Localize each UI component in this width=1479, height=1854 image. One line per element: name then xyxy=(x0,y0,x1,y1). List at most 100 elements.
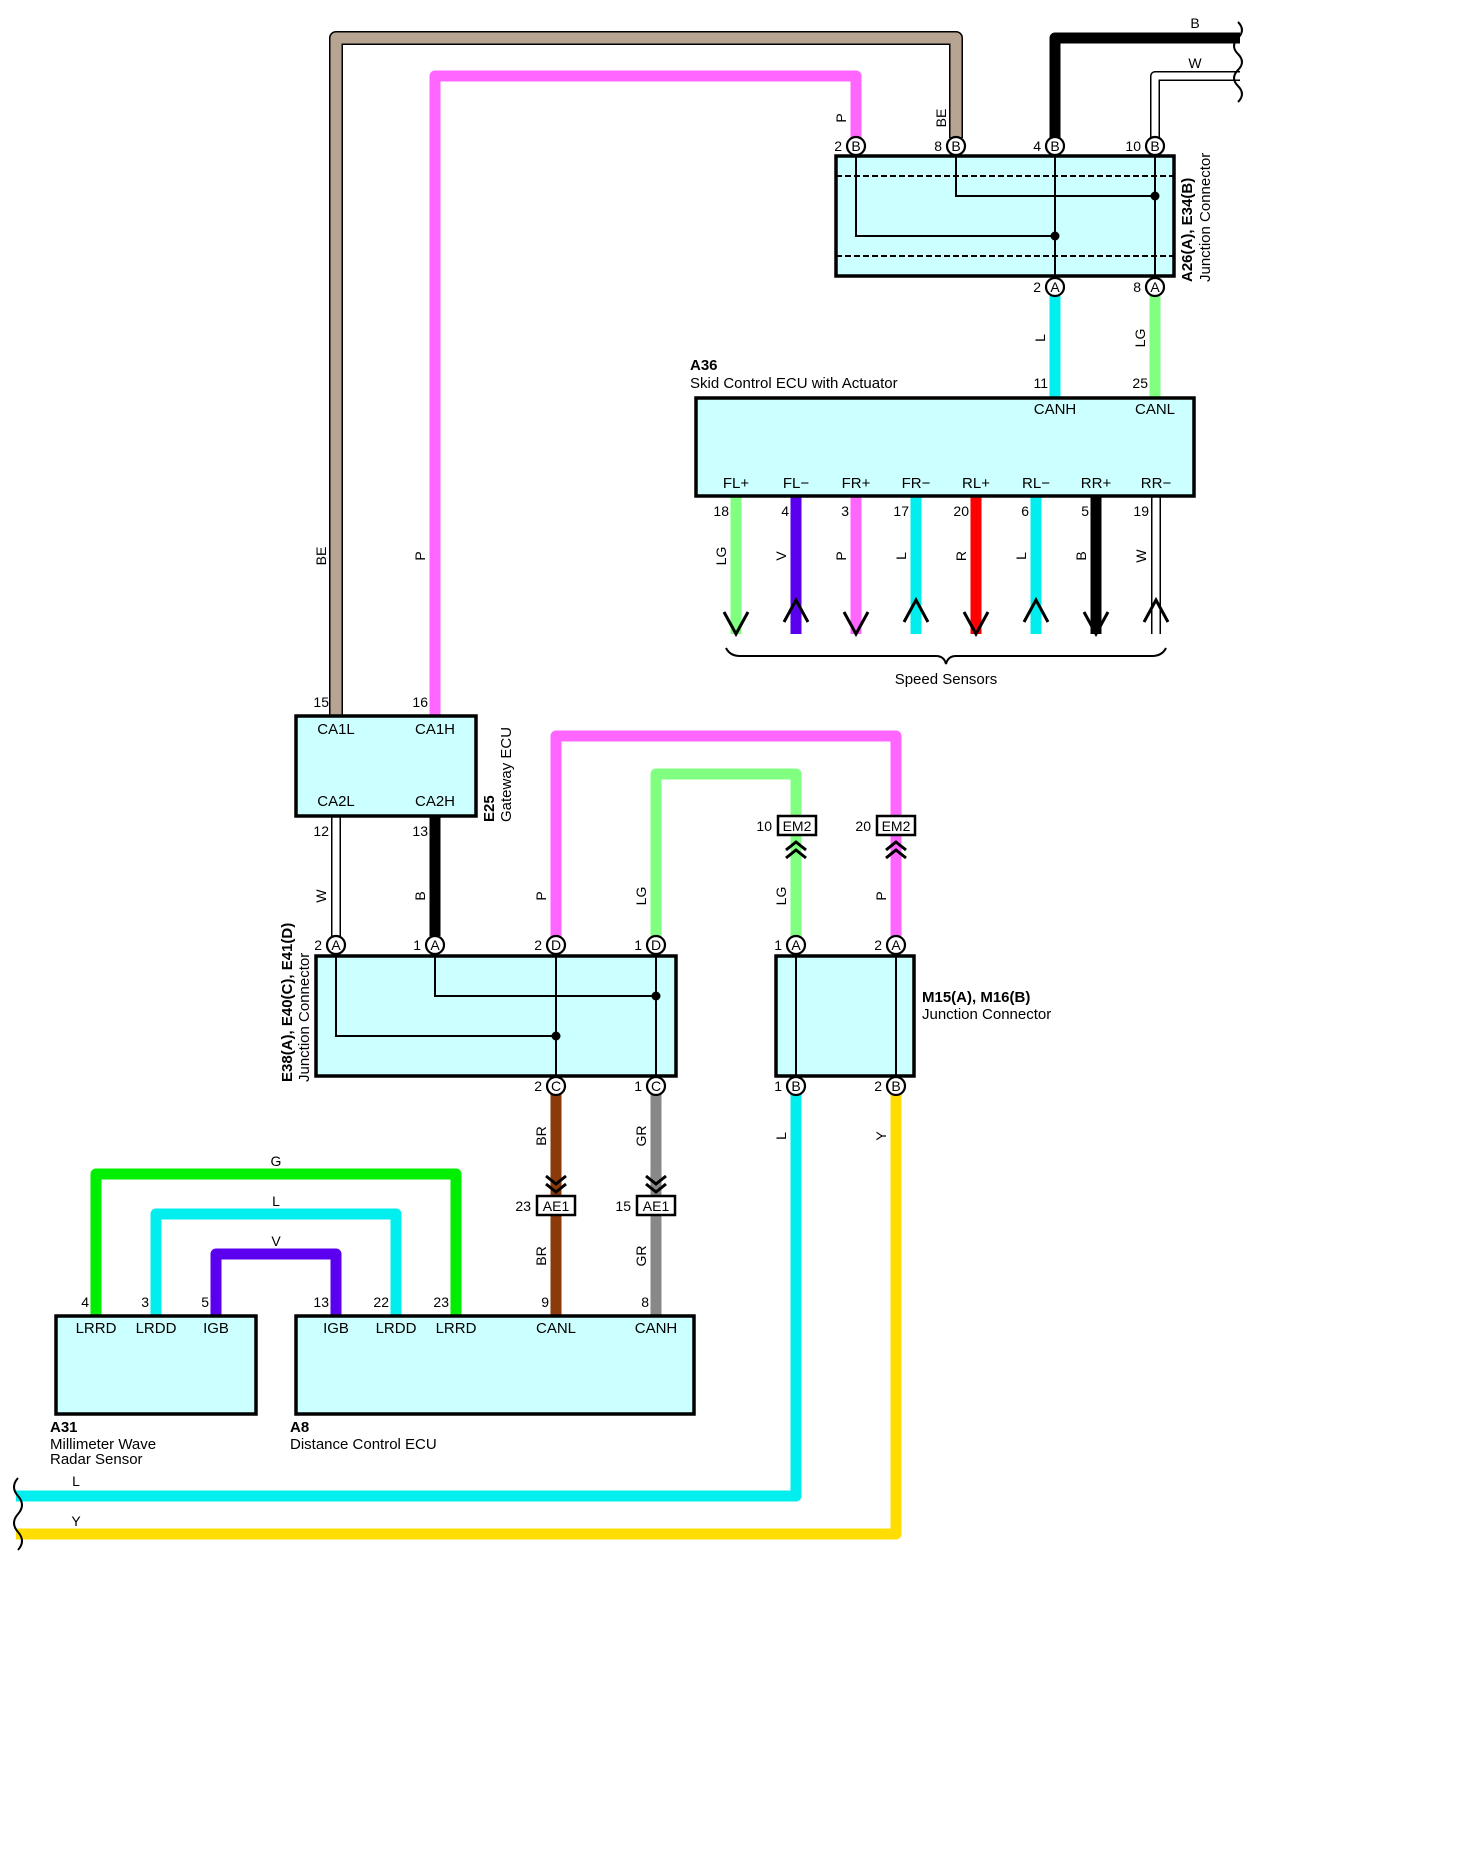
a26-splice-dot xyxy=(1050,231,1060,241)
wire-g-radar xyxy=(90,1168,462,1316)
component-desc: Gateway ECU xyxy=(498,727,515,822)
component-desc: Junction Connector xyxy=(296,953,313,1082)
component-name: A31 xyxy=(50,1419,78,1436)
wire-code: BR xyxy=(533,1126,549,1145)
pin-number: 2 xyxy=(834,138,842,154)
signal-name: FR− xyxy=(902,475,931,492)
wire-code: W xyxy=(1133,549,1149,563)
junction-connector-m15 xyxy=(774,954,916,1078)
terminal-circle xyxy=(785,1075,807,1097)
distance-control-ecu-a8 xyxy=(294,1314,696,1416)
pin-number: 8 xyxy=(934,138,942,154)
terminal-circle xyxy=(885,934,907,956)
signal-name: IGB xyxy=(323,1320,349,1337)
wire-be-fill xyxy=(330,32,962,716)
wire-code: P xyxy=(533,891,549,900)
component-desc: Skid Control ECU with Actuator xyxy=(690,375,898,392)
terminal-letter: B xyxy=(951,138,960,154)
pin-number: 20 xyxy=(855,818,871,834)
component-name: A26(A), E34(B) xyxy=(1179,178,1196,282)
wire-code: V xyxy=(773,551,789,561)
terminal-letter: B xyxy=(1150,138,1159,154)
terminal-letter: B xyxy=(851,138,860,154)
e38-box xyxy=(314,954,678,1078)
inline-connectors: EM2 EM2 AE1 AE1 xyxy=(535,814,917,1217)
pin-number: 19 xyxy=(1133,503,1149,519)
signal-name: RR+ xyxy=(1081,475,1112,492)
em2-tag-label: EM2 xyxy=(882,818,911,834)
terminal-circle xyxy=(1044,135,1066,157)
break-mark-left xyxy=(13,1477,23,1551)
arrow-down-fr-plus xyxy=(842,611,870,638)
pin-number: 8 xyxy=(641,1294,649,1310)
pin-number: 23 xyxy=(515,1198,531,1214)
terminal-letter: A xyxy=(1050,279,1060,295)
terminal-circle xyxy=(325,934,347,956)
a26-box xyxy=(834,154,1176,278)
pin-number: 1 xyxy=(634,937,642,953)
a26-splice-dot xyxy=(1150,191,1160,201)
wire-code: L xyxy=(272,1193,280,1209)
wire-code: L xyxy=(72,1473,80,1489)
terminal-circle xyxy=(645,1075,667,1097)
pin-number: 3 xyxy=(141,1294,149,1310)
pin-number: 1 xyxy=(774,937,782,953)
pin-number: 8 xyxy=(1133,279,1141,295)
terminal-letter: D xyxy=(651,937,661,953)
signal-name: CANL xyxy=(536,1320,576,1337)
skid-control-ecu-a36 xyxy=(694,396,1196,498)
terminal-circle xyxy=(645,934,667,956)
terminal-circle xyxy=(845,135,867,157)
arrow-up-rl-minus xyxy=(1022,596,1050,623)
wire-p-upper xyxy=(429,70,862,716)
wire-code: L xyxy=(773,1132,789,1140)
ae1-chevron xyxy=(645,1174,667,1194)
wire-code: B xyxy=(1190,15,1199,31)
signal-name: RR− xyxy=(1141,475,1172,492)
signal-name: CANH xyxy=(1034,401,1077,418)
pin-number: 4 xyxy=(81,1294,89,1310)
em2-chevron xyxy=(885,840,907,860)
terminal-letter: A xyxy=(1150,279,1160,295)
pin-number: 17 xyxy=(893,503,909,519)
pin-number: 23 xyxy=(433,1294,449,1310)
pin-number: 4 xyxy=(781,503,789,519)
terminal-letter: A xyxy=(331,937,341,953)
wire-code: LG xyxy=(773,887,789,906)
signal-name: CA1L xyxy=(317,721,355,738)
arrow-down-rl-plus xyxy=(962,611,990,638)
wire-y-bottom xyxy=(16,1094,902,1540)
wire-codes: B W P BE L LG LG V P L R L B W BE P W B … xyxy=(71,15,1202,1529)
wire-code: W xyxy=(1188,55,1202,71)
pin-number: 15 xyxy=(615,1198,631,1214)
pin-number: 5 xyxy=(201,1294,209,1310)
pin-number: 2 xyxy=(534,937,542,953)
terminal-letter: B xyxy=(1050,138,1059,154)
pin-number: 25 xyxy=(1132,375,1148,391)
signal-name: LRRD xyxy=(436,1320,477,1337)
m15-box xyxy=(774,954,916,1078)
signal-name: FL− xyxy=(783,475,810,492)
signal-name: LRDD xyxy=(136,1320,177,1337)
signal-name: LRDD xyxy=(376,1320,417,1337)
signal-name: IGB xyxy=(203,1320,229,1337)
signal-name: LRRD xyxy=(76,1320,117,1337)
arrow-up-fl-minus xyxy=(782,596,810,623)
signal-name: CA2L xyxy=(317,793,355,810)
wire-code: P xyxy=(833,551,849,560)
component-name: E25 xyxy=(481,795,498,822)
pin-number: 1 xyxy=(634,1078,642,1094)
signal-name: FR+ xyxy=(842,475,871,492)
pin-number: 4 xyxy=(1033,138,1041,154)
wire-code: Y xyxy=(873,1131,889,1141)
wire-code: GR xyxy=(633,1126,649,1147)
wire-code: L xyxy=(1032,334,1048,342)
m15-internal-lines xyxy=(795,956,897,1076)
component-desc: Millimeter Wave xyxy=(50,1436,156,1453)
wire-code: L xyxy=(893,552,909,560)
pin-number: 16 xyxy=(412,694,428,710)
pin-number: 2 xyxy=(314,937,322,953)
terminal-circle xyxy=(424,934,446,956)
signal-name: CA2H xyxy=(415,793,455,810)
pin-number: 13 xyxy=(412,823,428,839)
